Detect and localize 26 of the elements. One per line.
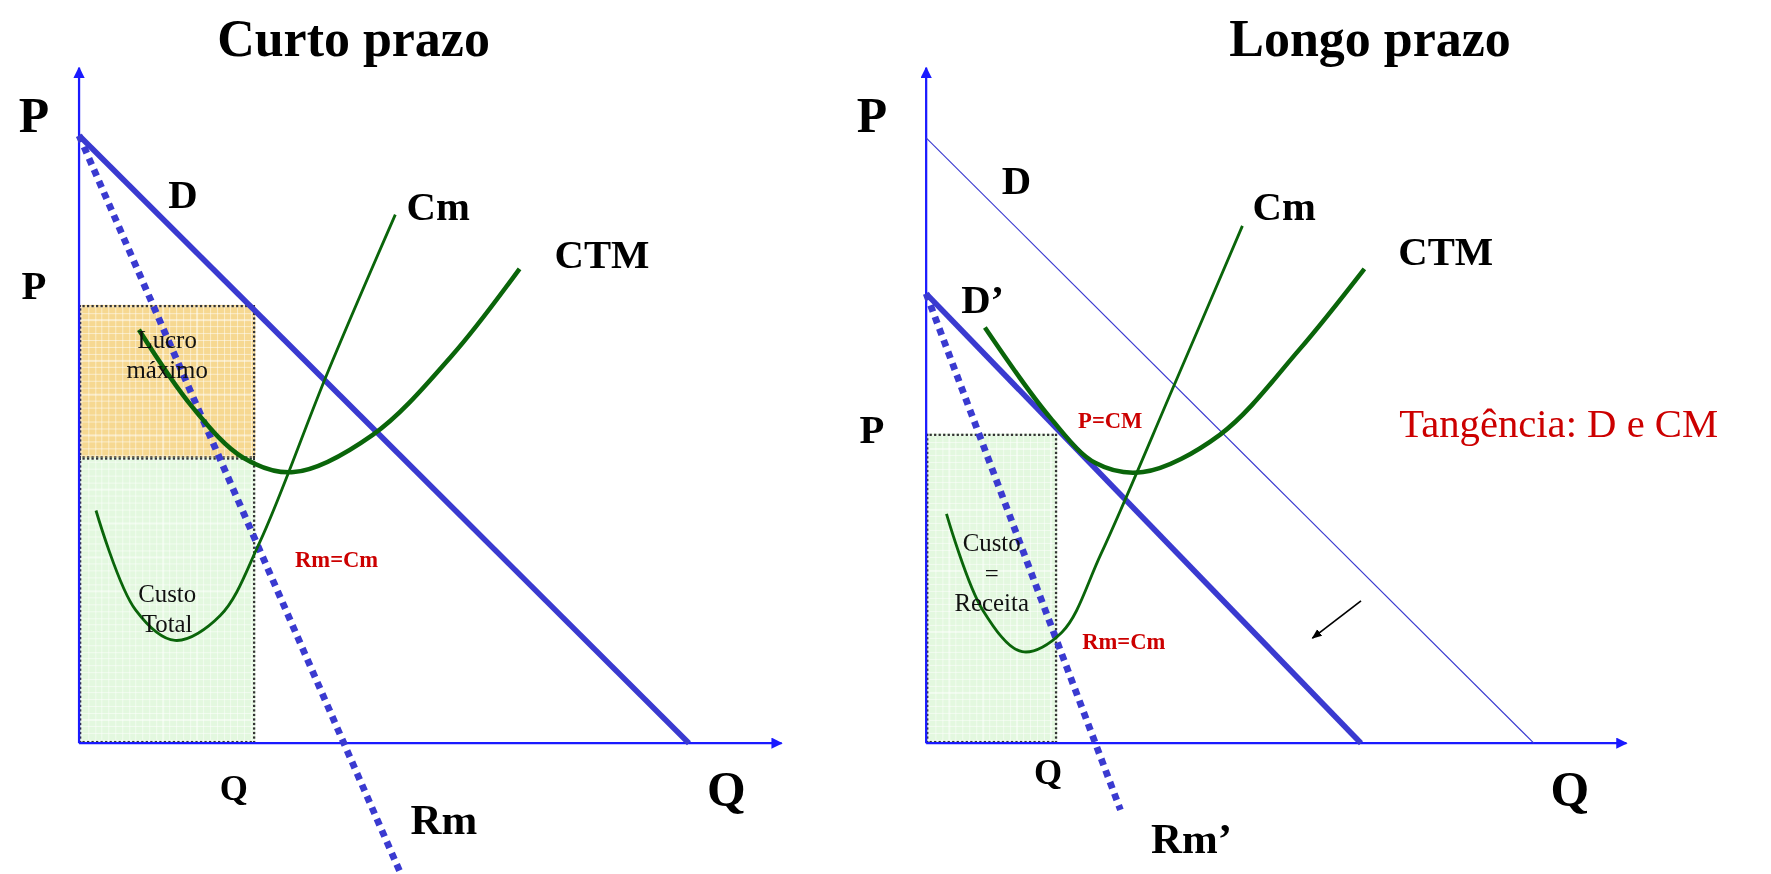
note: Tangência: D e CM [1399,403,1719,444]
point-label: Rm=Cm [1082,630,1166,653]
curve-label: CTM [554,233,650,275]
point-label: P=CM [1078,408,1143,432]
axis-label: P [21,265,47,307]
axis-label: P [856,91,888,142]
cost-area [79,457,256,744]
panel-title: Curto prazo [217,13,490,66]
axis-label: P [18,91,50,142]
curve-label: D’ [961,279,1005,320]
axis-label: Q [706,765,746,816]
curve-label: D [1001,160,1032,202]
point-label: Rm=Cm [295,547,379,571]
axis-label: Q [1550,765,1590,816]
curve-label: Cm [1252,186,1316,227]
profit-area [79,304,256,459]
curve-label: CTM [1398,231,1494,273]
curve-label: Cm [406,186,470,227]
axis-label: P [859,408,885,450]
axis-label: Q [1034,753,1063,790]
curve-label: Rm [410,797,478,841]
curve-label: D [168,173,198,215]
axis-label: Q [219,769,248,806]
panel-title: Longo prazo [1229,13,1511,66]
curve-label: Rm’ [1151,816,1233,860]
cost-area [926,433,1058,744]
